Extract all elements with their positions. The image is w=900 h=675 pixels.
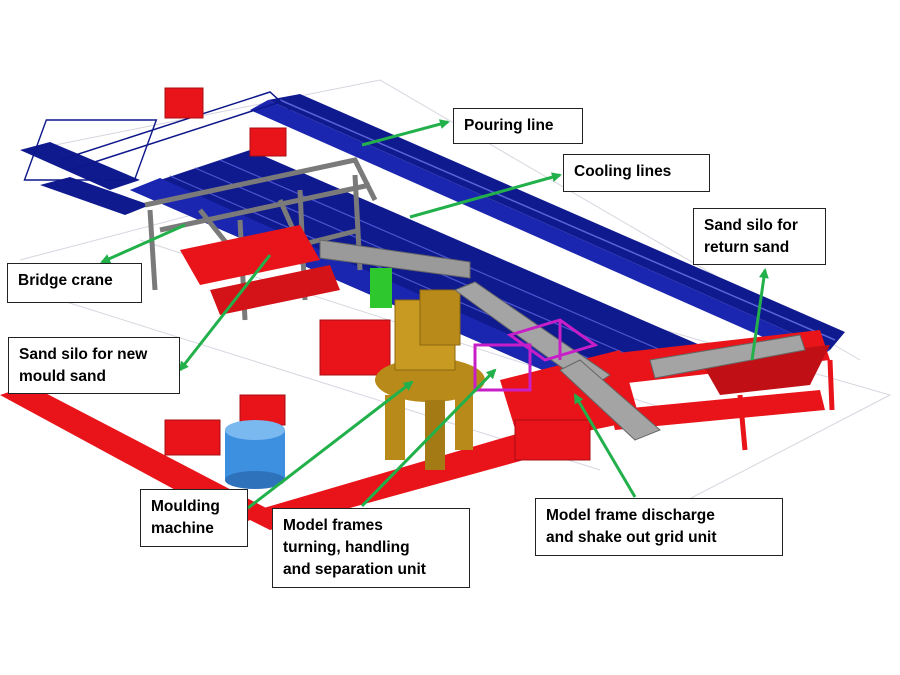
label-sand-silo-return-line-1: Sand silo for [704, 217, 798, 234]
top-railing [23, 91, 291, 181]
model-frames-unit [473, 318, 599, 392]
label-model-frames-line-1: Model frames [283, 517, 383, 534]
label-sand-silo-return: Sand silo for return sand [693, 208, 826, 265]
label-sand-silo-new: Sand silo for new mould sand [8, 337, 180, 394]
red-top-box-2 [249, 127, 287, 157]
belt-conveyors [319, 239, 806, 441]
cooling-lines-conveyor [20, 142, 700, 395]
label-moulding-machine-line-2: machine [151, 520, 214, 537]
label-model-frame-discharge-line-2: and shake out grid unit [546, 529, 717, 546]
label-model-frames: Model frames turning, handling and separ… [272, 508, 470, 588]
pouring-line-conveyor [250, 94, 845, 360]
red-top-box-1 [164, 87, 204, 119]
label-model-frame-discharge-line-1: Model frame discharge [546, 507, 715, 524]
label-bridge-crane-text: Bridge crane [18, 272, 113, 289]
label-moulding-machine-line-1: Moulding [151, 498, 220, 515]
arrow-model-frames [360, 368, 497, 508]
arrow-moulding-machine [247, 380, 414, 510]
label-cooling-lines: Cooling lines [563, 154, 710, 192]
label-moulding-machine: Moulding machine [140, 489, 248, 547]
label-model-frame-discharge: Model frame discharge and shake out grid… [535, 498, 783, 556]
label-sand-silo-new-line-1: Sand silo for new [19, 346, 148, 363]
label-sand-silo-new-line-2: mould sand [19, 368, 106, 385]
label-pouring-line-text: Pouring line [464, 117, 554, 134]
label-bridge-crane: Bridge crane [7, 263, 142, 303]
arrow-model-frame-discharge [573, 393, 637, 498]
green-sand-silo [370, 268, 392, 308]
label-pouring-line: Pouring line [453, 108, 583, 144]
arrow-sand-silo-return [750, 268, 769, 361]
arrow-bridge-crane [100, 223, 186, 264]
label-model-frames-line-3: and separation unit [283, 561, 426, 578]
callout-arrows [100, 119, 769, 510]
label-cooling-lines-text: Cooling lines [574, 163, 672, 180]
arrow-pouring-line [361, 119, 450, 147]
label-model-frames-line-2: turning, handling [283, 539, 410, 556]
blue-tank [225, 420, 285, 489]
arrow-cooling-lines [409, 172, 562, 219]
label-sand-silo-return-line-2: return sand [704, 239, 790, 256]
arrow-sand-silo-new [178, 254, 272, 372]
